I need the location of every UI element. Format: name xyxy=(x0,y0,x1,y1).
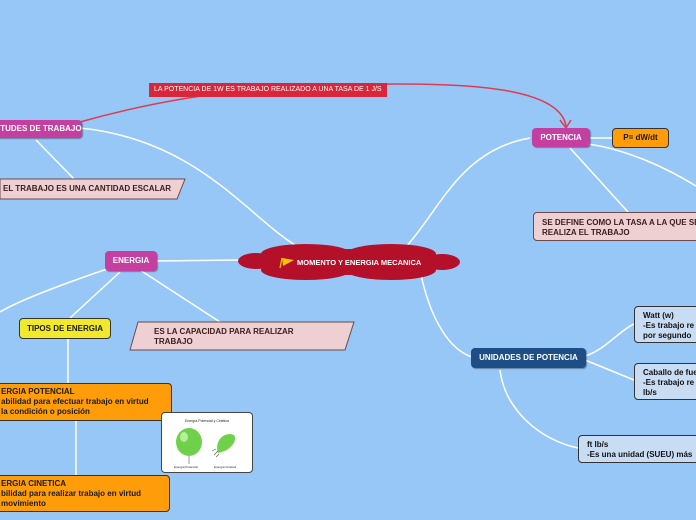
definicion-node[interactable]: SE DEFINE COMO LA TASA A LA QUE SE REALI… xyxy=(533,212,696,241)
watt-line-3: por segundo xyxy=(643,331,692,340)
thumbnail-title: Energía Potencial y Cinética xyxy=(185,419,229,423)
link-unidades-caballo xyxy=(584,359,635,381)
balloon-icon xyxy=(176,428,202,464)
energia-node[interactable]: ENERGIA xyxy=(105,251,157,271)
tipos-node[interactable]: TIPOS DE ENERGIA xyxy=(19,318,111,339)
link-central-potencia xyxy=(404,137,531,249)
central-node[interactable] xyxy=(236,240,462,284)
unidades-label: UNIDADES DE POTENCIA xyxy=(479,353,578,362)
central-label: MOMENTO Y ENERGIA MECANICA xyxy=(297,258,422,267)
watt-node[interactable]: Watt (w) -Es trabajo re por segundo xyxy=(634,306,696,343)
magnitudes-node[interactable]: UTUDES DE TRABAJO xyxy=(0,120,82,138)
potencial-line-3: la condición o posición xyxy=(1,407,90,416)
link-unidades-ftlb xyxy=(499,369,579,449)
link-energia-tipos xyxy=(69,271,121,319)
caballo-line-1: Caballo de fue xyxy=(643,368,696,377)
caballo-line-2: -Es trabajo re xyxy=(643,378,695,387)
watt-line-2: -Es trabajo re xyxy=(643,321,695,330)
link-central-unidades xyxy=(419,269,473,358)
link-potencia-right xyxy=(587,143,696,187)
link-energia-capacidad xyxy=(139,269,221,323)
capacidad-shape xyxy=(129,321,355,351)
potencial-node[interactable]: ERGIA POTENCIAL abilidad para efectuar t… xyxy=(0,383,172,421)
formula-text: P= dW/dt xyxy=(623,133,658,142)
capacidad-line-2: TRABAJO xyxy=(154,337,193,346)
link-central-magnitudes xyxy=(79,127,301,249)
escalar-text[interactable]: EL TRABAJO ES UNA CANTIDAD ESCALAR xyxy=(3,184,172,193)
thumbnail-caption-right: Energía Cinética xyxy=(214,465,237,469)
potencia-node[interactable]: POTENCIA xyxy=(532,128,590,147)
link-unidades-watt xyxy=(584,323,635,357)
escalar-shape xyxy=(0,178,186,200)
deflating-balloon-icon xyxy=(211,434,236,458)
ftlb-node[interactable]: ft lb/s -Es una unidad (SUEU) más xyxy=(578,435,696,463)
caballo-node[interactable]: Caballo de fue -Es trabajo re lb/s xyxy=(634,363,696,400)
cinetica-line-3: movimiento xyxy=(1,499,46,508)
unidades-node[interactable]: UNIDADES DE POTENCIA xyxy=(471,348,586,368)
definicion-line-2: REALIZA EL TRABAJO xyxy=(542,228,630,237)
energy-thumbnail[interactable]: Energía Potencial y Cinética Energía Pot… xyxy=(161,412,253,473)
potencial-line-2: abilidad para efectuar trabajo en virtud xyxy=(1,397,149,406)
ftlb-line-1: ft lb/s xyxy=(587,440,609,449)
cinetica-line-1: ERGIA CINETICA xyxy=(1,479,67,488)
energia-label: ENERGIA xyxy=(112,256,150,265)
capacidad-text[interactable]: ES LA CAPACIDAD PARA REALIZAR TRABAJO xyxy=(154,327,294,347)
formula-node[interactable]: P= dW/dt xyxy=(612,128,669,148)
flag-icon xyxy=(279,257,294,269)
cinetica-line-2: bilidad para realizar trabajo en virtud xyxy=(1,489,142,498)
potencial-line-1: ERGIA POTENCIAL xyxy=(1,387,75,396)
magnitudes-label: UTUDES DE TRABAJO xyxy=(0,124,82,133)
capacidad-line-1: ES LA CAPACIDAD PARA REALIZAR xyxy=(154,327,294,336)
link-magnitudes-escalar xyxy=(35,139,76,181)
caballo-line-3: lb/s xyxy=(643,388,657,397)
definicion-line-1: SE DEFINE COMO LA TASA A LA QUE SE xyxy=(542,218,696,227)
ftlb-line-2: -Es una unidad (SUEU) más xyxy=(587,450,693,459)
tipos-label: TIPOS DE ENERGIA xyxy=(26,323,103,333)
potencia-label: POTENCIA xyxy=(540,132,582,142)
thumbnail-caption-left: Energía Potencial xyxy=(174,465,198,469)
cinetica-node[interactable]: ERGIA CINETICA bilidad para realizar tra… xyxy=(0,475,170,512)
potencia-link-label: LA POTENCIA DE 1W ES TRABAJO REALIZADO A… xyxy=(149,83,387,97)
watt-line-1: Watt (w) xyxy=(643,311,674,320)
link-central-energia xyxy=(154,259,241,262)
link-energia-left xyxy=(0,267,111,313)
link-potencia-definicion xyxy=(569,147,629,213)
